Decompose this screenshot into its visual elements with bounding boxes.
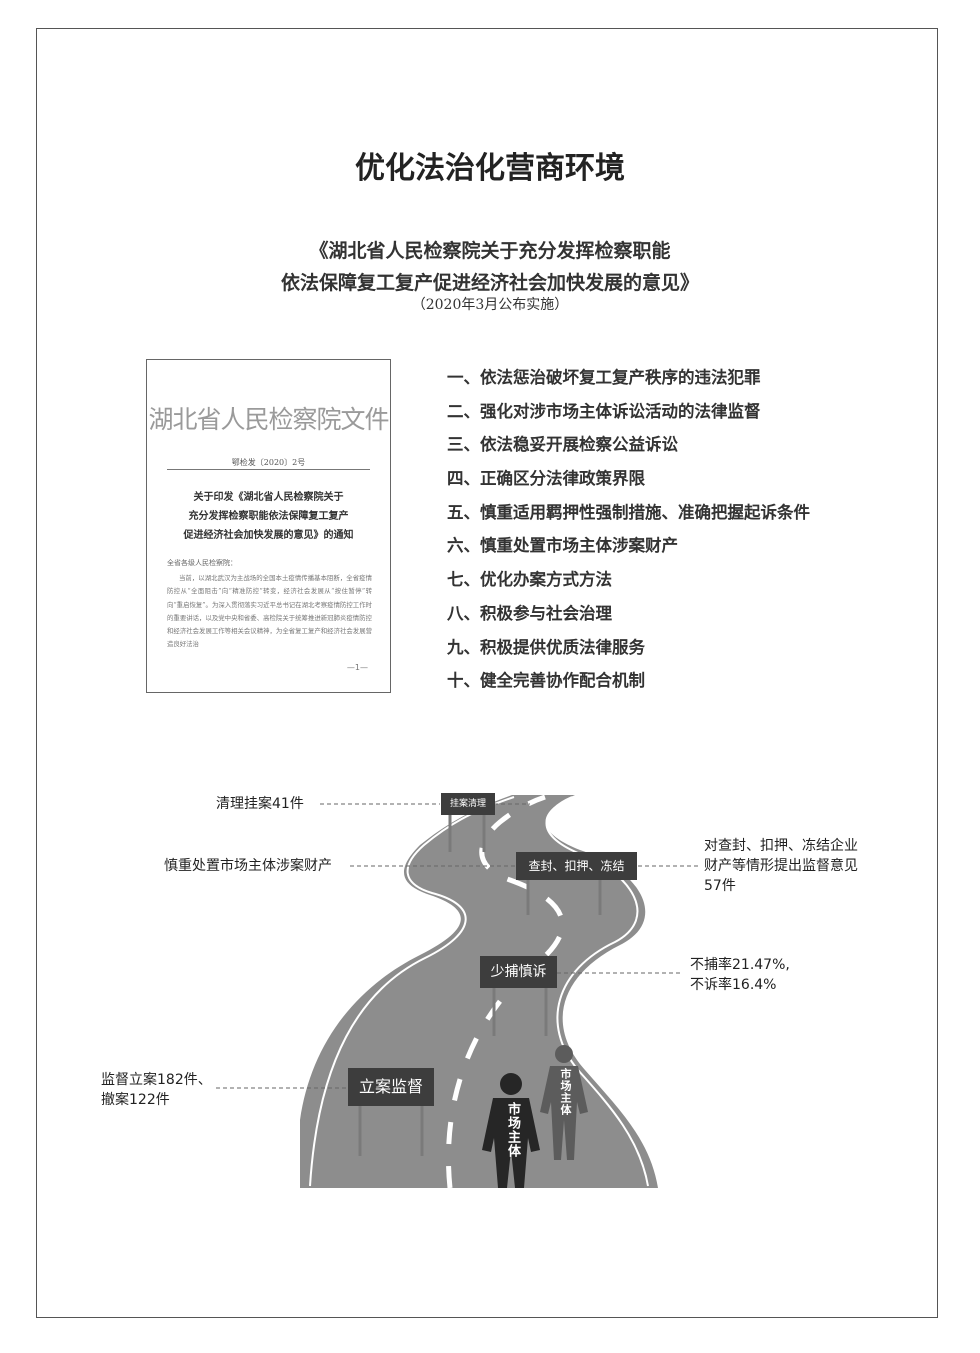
road-center-line <box>445 794 565 1189</box>
annotation-case-clearing: 清理挂案41件 <box>216 796 304 812</box>
toc-list: 一、依法惩治破坏复工复产秩序的违法犯罪 二、强化对涉市场主体诉讼活动的法律监督 … <box>447 364 810 701</box>
road-edge-right <box>545 796 649 1187</box>
document-rule <box>167 469 370 470</box>
person-front-silhouette <box>482 1073 540 1188</box>
notice-line: 充分发挥检察职能依法保障复工复产 <box>188 511 349 522</box>
toc-item: 一、依法惩治破坏复工复产秩序的违法犯罪 <box>447 368 761 387</box>
document-notice-title: 关于印发《湖北省人民检察院关于 充分发挥检察职能依法保障复工复产 促进经济社会加… <box>161 488 376 545</box>
notice-line: 关于印发《湖北省人民检察院关于 <box>193 492 344 503</box>
document-thumbnail: 湖北省人民检察院文件 鄂检发〔2020〕2号 关于印发《湖北省人民检察院关于 充… <box>146 359 391 693</box>
toc-item: 八、积极参与社会治理 <box>447 603 612 623</box>
annotation-line: 不捕率21.47%, <box>690 957 790 973</box>
toc-item: 三、依法稳妥开展检察公益诉讼 <box>447 435 678 455</box>
subtitle-note: （2020年3月公布实施） <box>411 297 569 313</box>
sign-filing-supervision: 立案监督 <box>348 1068 434 1106</box>
sign-seizure: 查封、扣押、冻结 <box>516 852 637 880</box>
subtitle-line-2: 依法保障复工复产促进经济社会加快发展的意见》 <box>280 272 699 294</box>
document-number: 鄂检发〔2020〕2号 <box>231 458 306 467</box>
toc-item: 七、优化办案方式方法 <box>447 570 612 590</box>
annotation-property-handling: 慎重处置市场主体涉案财产 <box>164 858 332 874</box>
toc-item: 十、健全完善协作配合机制 <box>447 671 645 691</box>
toc-item: 六、慎重处置市场主体涉案财产 <box>447 536 678 556</box>
document-header: 湖北省人民检察院文件 <box>148 405 389 434</box>
annotation-line: 不诉率16.4% <box>690 977 777 993</box>
toc-item: 二、强化对涉市场主体诉讼活动的法律监督 <box>447 401 761 421</box>
annotation-filing-cases: 监督立案182件、 撤案122件 <box>101 1070 212 1110</box>
toc-item: 九、积极提供优质法律服务 <box>447 637 645 657</box>
sign-fewer-arrests: 少捕慎诉 <box>480 956 557 988</box>
document-page-number: —1— <box>346 663 368 672</box>
annotation-line: 对查封、扣押、冻结企业 <box>704 838 858 854</box>
person-back-label: 市场主体 <box>559 1068 572 1116</box>
toc-item: 四、正确区分法律政策界限 <box>447 469 645 489</box>
annotation-line: 撤案122件 <box>101 1092 170 1108</box>
annotation-line: 57件 <box>704 878 736 894</box>
person-front-label: 市场主体 <box>505 1102 520 1158</box>
annotation-seizure-supervision: 对查封、扣押、冻结企业 财产等情形提出监督意见 57件 <box>704 836 858 896</box>
document-body: 当前，以湖北武汉为主战场的全国本土疫情传播基本阻断，全省疫情防控从“全面阻击”向… <box>167 574 372 649</box>
sign-case-clearing: 挂案清理 <box>441 793 495 815</box>
road-edge-left <box>309 796 515 1187</box>
notice-line: 促进经济社会加快发展的意见》的通知 <box>183 530 354 541</box>
subtitle-line-1: 《湖北省人民检察院关于充分发挥检察职能 <box>309 240 671 262</box>
annotation-rates: 不捕率21.47%, 不诉率16.4% <box>690 955 790 995</box>
page-border <box>36 28 938 1318</box>
toc-item: 五、慎重适用羁押性强制措施、准确把握起诉条件 <box>447 502 810 522</box>
annotation-line: 监督立案182件、 <box>101 1072 212 1088</box>
person-back-silhouette <box>540 1045 588 1160</box>
page-title: 优化法治化营商环境 <box>355 151 625 186</box>
annotation-line: 财产等情形提出监督意见 <box>704 858 858 874</box>
document-greeting: 全省各级人民检察院： <box>167 559 237 567</box>
